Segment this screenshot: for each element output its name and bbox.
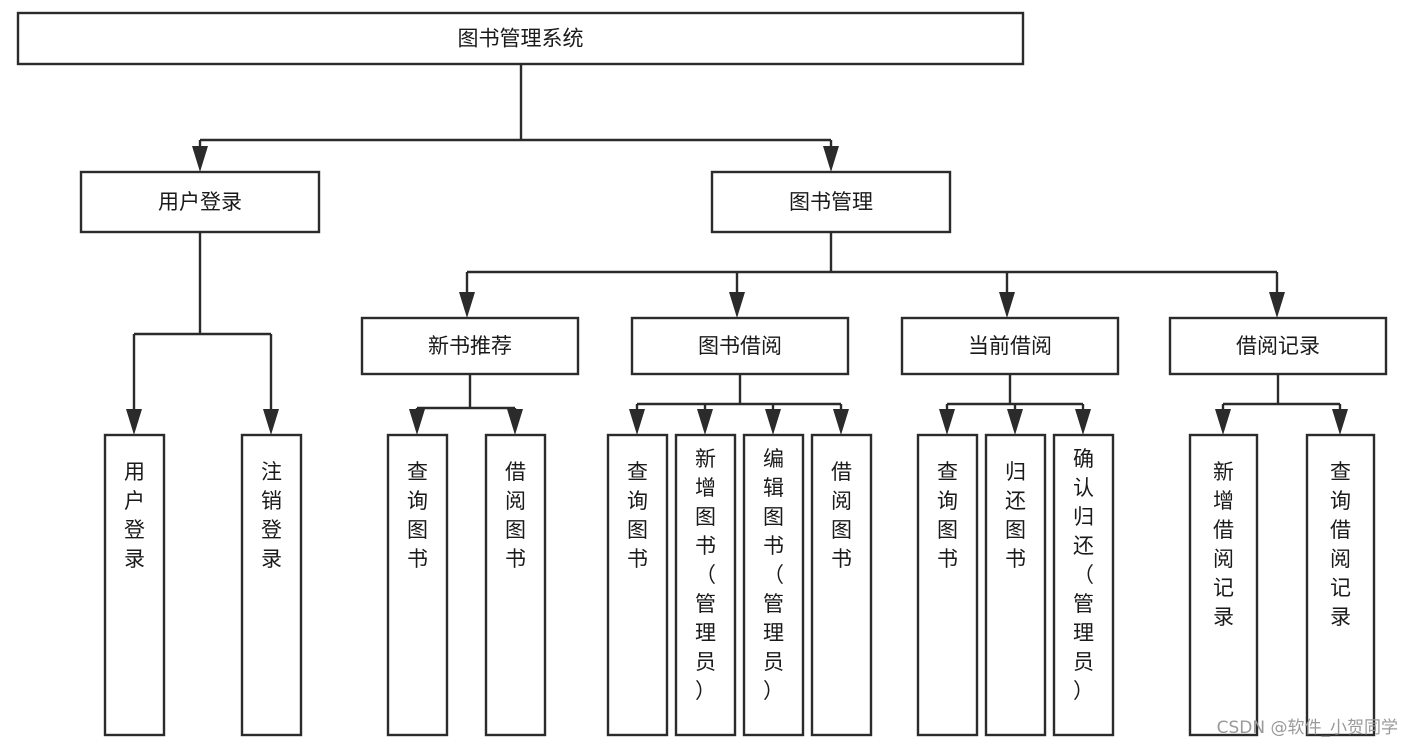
connector-c-current-borrow [939,374,1091,435]
node-box-leaf-confirm-return [1052,433,1115,737]
node-leaf-borrow-book-2[interactable]: 借阅图书 [810,433,873,737]
node-root[interactable]: 图书管理系统 [16,11,1025,66]
node-box-user-login [79,170,321,234]
edges-layer [126,64,1348,435]
node-label-leaf-query-book-2: 查询图书 [627,460,648,571]
arrow-head-icon [1332,409,1348,435]
arrow-head-icon [999,292,1015,318]
node-leaf-logout[interactable]: 注销登录 [240,433,303,737]
node-leaf-query-book-3[interactable]: 查询图书 [916,433,979,737]
node-box-current-borrow [900,316,1120,376]
connector-c-new-book-rec [409,374,523,435]
arrow-head-icon [1215,409,1231,435]
nodes-layer: 图书管理系统用户登录图书管理新书推荐图书借阅当前借阅借阅记录用户登录注销登录查询… [16,11,1388,737]
node-label-current-borrow: 当前借阅 [968,334,1052,358]
node-box-leaf-add-book [674,433,737,737]
arrow-head-icon [1269,292,1285,318]
node-book-borrow[interactable]: 图书借阅 [630,316,850,376]
node-label-borrow-record: 借阅记录 [1236,334,1320,358]
arrow-head-icon [459,292,475,318]
csdn-watermark: CSDN @软件_小贺同学 [1217,718,1398,738]
node-label-leaf-borrow-book-2: 借阅图书 [831,460,852,571]
node-leaf-query-record[interactable]: 查询借阅记录 [1305,433,1376,737]
node-label-leaf-query-record: 查询借阅记录 [1330,460,1351,629]
node-leaf-borrow-book-1[interactable]: 借阅图书 [484,433,547,737]
node-leaf-add-record[interactable]: 新增借阅记录 [1188,433,1259,737]
connector-c-book-borrow [629,374,849,435]
node-box-leaf-borrow-book-2 [810,433,873,737]
node-box-leaf-add-record [1188,433,1259,737]
node-leaf-query-book-1[interactable]: 查询图书 [386,433,449,737]
node-label-new-book-rec: 新书推荐 [428,334,512,358]
arrow-head-icon [765,409,781,435]
node-label-leaf-query-book-1: 查询图书 [407,460,428,571]
arrow-head-icon [1075,409,1091,435]
arrow-head-icon [697,409,713,435]
arrow-head-icon [192,146,208,172]
node-box-leaf-user-login [103,433,166,737]
node-leaf-query-book-2[interactable]: 查询图书 [606,433,669,737]
connector-c-borrow-record [1215,374,1348,435]
node-box-leaf-logout [240,433,303,737]
arrow-head-icon [939,409,955,435]
node-new-book-rec[interactable]: 新书推荐 [360,316,580,376]
node-box-book-borrow [630,316,850,376]
arrow-head-icon [833,409,849,435]
node-current-borrow[interactable]: 当前借阅 [900,316,1120,376]
node-leaf-user-login[interactable]: 用户登录 [103,433,166,737]
node-leaf-add-book[interactable]: 新增图书（管理员） [674,433,737,737]
node-box-book-manage [710,170,952,234]
node-box-leaf-borrow-book-1 [484,433,547,737]
node-label-leaf-user-login: 用户登录 [124,460,145,571]
node-label-root: 图书管理系统 [458,27,584,51]
arrow-head-icon [507,409,523,435]
arrow-head-icon [409,409,425,435]
node-label-leaf-confirm-return: 确认归还（管理员） [1073,447,1094,703]
node-box-root [16,11,1025,66]
arrow-head-icon [729,292,745,318]
node-borrow-record[interactable]: 借阅记录 [1168,316,1388,376]
node-leaf-edit-book[interactable]: 编辑图书（管理员） [742,433,805,737]
node-user-login[interactable]: 用户登录 [79,170,321,234]
connector-c-user-login [126,232,279,435]
node-box-leaf-query-book-2 [606,433,669,737]
node-leaf-confirm-return[interactable]: 确认归还（管理员） [1052,433,1115,737]
node-label-leaf-logout: 注销登录 [261,460,282,571]
arrow-head-icon [823,146,839,172]
node-box-leaf-query-book-3 [916,433,979,737]
node-label-leaf-query-book-3: 查询图书 [937,460,958,571]
arrow-head-icon [1007,409,1023,435]
arrow-head-icon [263,409,279,435]
node-box-leaf-edit-book [742,433,805,737]
node-box-new-book-rec [360,316,580,376]
node-label-leaf-edit-book: 编辑图书（管理员） [763,447,784,703]
node-label-leaf-add-record: 新增借阅记录 [1213,460,1234,629]
node-label-book-borrow: 图书借阅 [698,334,782,358]
node-box-leaf-query-book-1 [386,433,449,737]
node-label-user-login: 用户登录 [158,190,242,214]
node-book-manage[interactable]: 图书管理 [710,170,952,234]
node-label-book-manage: 图书管理 [789,190,873,214]
node-label-leaf-add-book: 新增图书（管理员） [695,447,716,703]
connector-c-root [192,64,839,172]
arrow-head-icon [629,409,645,435]
node-label-leaf-borrow-book-1: 借阅图书 [505,460,526,571]
connector-c-book-manage [459,232,1285,318]
node-box-leaf-return-book [984,433,1047,737]
node-label-leaf-return-book: 归还图书 [1005,460,1026,571]
node-box-leaf-query-record [1305,433,1376,737]
node-leaf-return-book[interactable]: 归还图书 [984,433,1047,737]
node-box-borrow-record [1168,316,1388,376]
arrow-head-icon [126,409,142,435]
